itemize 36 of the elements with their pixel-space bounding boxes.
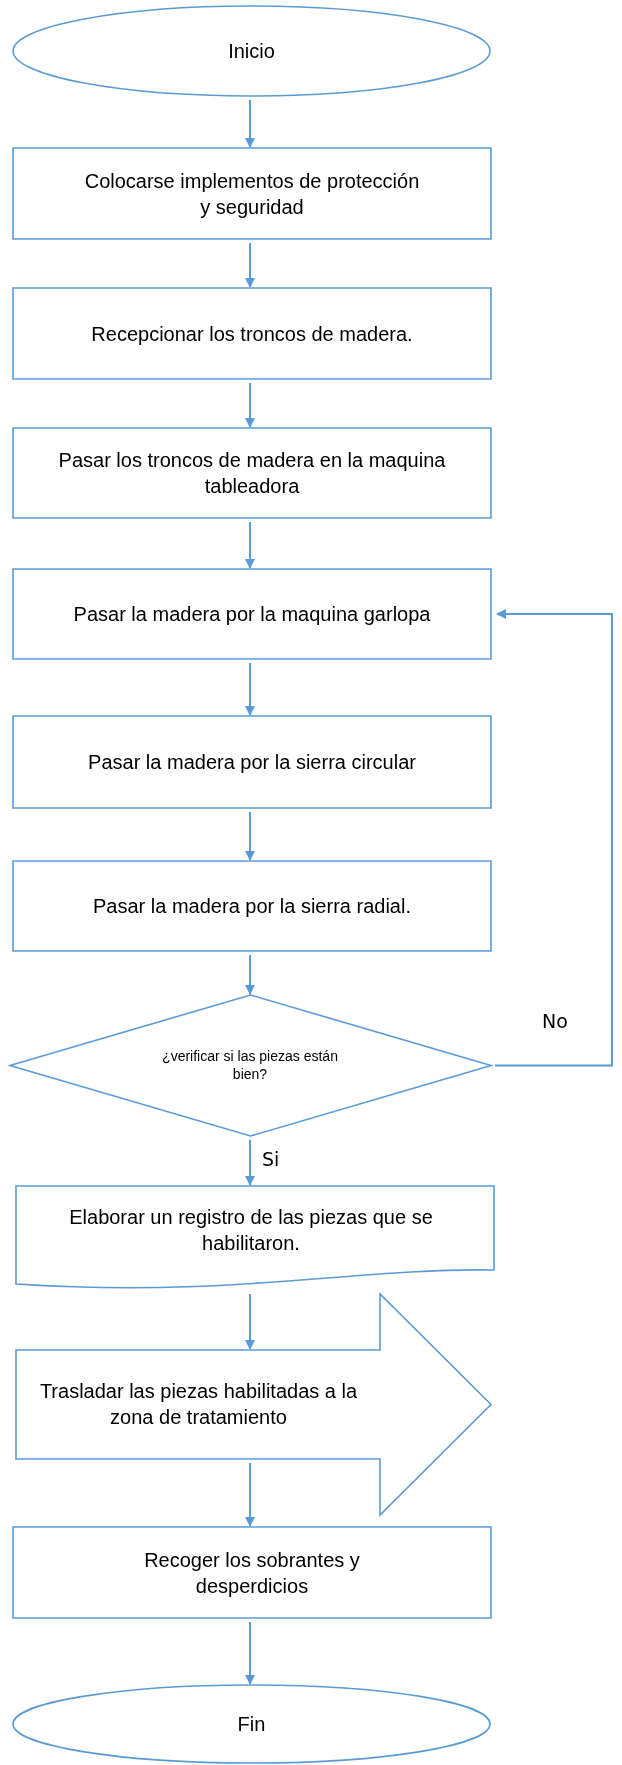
- process-box: [13, 861, 491, 951]
- terminal-ellipse: [13, 6, 490, 96]
- process-box: [13, 288, 491, 379]
- arrow: [245, 1462, 255, 1527]
- step-label: Elaborar un registro de las piezas que se habilitaron.: [68, 1205, 434, 1256]
- arrow: [245, 811, 255, 861]
- process-box: [13, 1527, 491, 1618]
- arrow: [245, 1293, 255, 1350]
- arrow: [245, 242, 255, 288]
- step-label: Recepcionar los troncos de madera.: [91, 321, 413, 347]
- block-arrow-shape: [16, 1294, 491, 1515]
- decision-diamond: [10, 995, 491, 1136]
- step-label: Inicio: [228, 39, 275, 64]
- process-box: [13, 569, 491, 659]
- arrow: [245, 382, 255, 428]
- step-label: Recoger los sobrantes y desperdicios: [143, 1547, 361, 1599]
- document-shape: [16, 1186, 494, 1290]
- step-label: Pasar los troncos de madera en la maquina tableadora: [57, 448, 447, 499]
- arrow: [245, 1621, 255, 1685]
- process-box: [13, 716, 491, 808]
- step-label: Trasladar las piezas habilitadas a la zona de tratamiento: [38, 1379, 359, 1430]
- step-label: Pasar la madera por la sierra circular: [88, 750, 416, 775]
- step-label: Pasar la madera por la maquina garlopa: [73, 602, 431, 627]
- arrow: [494, 609, 613, 1067]
- terminal-ellipse: [13, 1685, 490, 1763]
- step-label: Fin: [237, 1712, 266, 1737]
- step-label: ¿verificar si las piezas están bien?: [161, 1046, 339, 1084]
- step-label: Colocarse implementos de protección y seguridad: [83, 168, 421, 220]
- arrow: [245, 521, 255, 569]
- process-box: [13, 148, 491, 239]
- arrow: [245, 662, 255, 716]
- arrow: [245, 1139, 255, 1186]
- arrow: [245, 99, 255, 148]
- step-label: Pasar la madera por la sierra radial.: [93, 894, 411, 919]
- arrow: [245, 954, 255, 995]
- process-box: [13, 428, 491, 518]
